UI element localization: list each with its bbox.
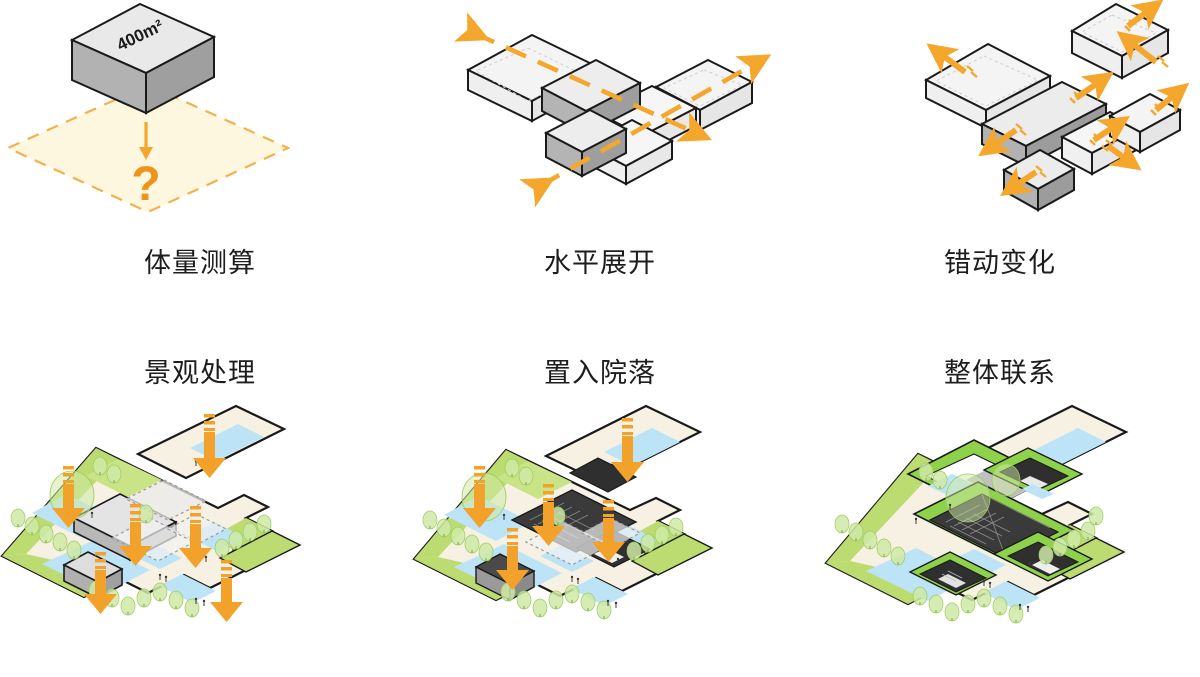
tree-rows bbox=[834, 462, 1104, 624]
question-mark-icon: ? bbox=[131, 158, 160, 211]
panel-massing-calculation: 400m² ? 体量测算 bbox=[0, 0, 400, 300]
panel-6-caption: 整体联系 bbox=[944, 358, 1056, 388]
landscape-arrow-southwest bbox=[84, 552, 117, 614]
panel-5-artwork bbox=[400, 402, 800, 677]
landscape-arrow-northwest bbox=[52, 466, 85, 528]
panel-staggered-shifting: 错动变化 bbox=[800, 0, 1200, 300]
landscape-treatment-illustration bbox=[0, 404, 302, 622]
landscape-arrow-east bbox=[179, 506, 212, 568]
panel-4-artwork bbox=[0, 402, 400, 677]
courtyard-insertion-illustration bbox=[412, 404, 714, 620]
panel-2-caption: 水平展开 bbox=[544, 248, 656, 278]
shift-arrow-top-right bbox=[1124, 0, 1164, 32]
massing-calculation-illustration: 400m² ? bbox=[5, 2, 291, 214]
water-southeast bbox=[160, 574, 216, 603]
courtyard-arrow-north bbox=[611, 418, 644, 482]
overall-connection-illustration bbox=[824, 404, 1129, 624]
shift-arrow-far-east bbox=[1150, 82, 1190, 116]
panel-6-artwork bbox=[800, 402, 1200, 677]
landscape-arrow-center bbox=[119, 504, 152, 566]
landscape-arrow-southeast bbox=[210, 560, 243, 622]
panel-3-artwork bbox=[800, 0, 1200, 240]
panel-overall-connection: 整体联系 bbox=[800, 340, 1200, 677]
courtyard-arrow-center bbox=[532, 484, 565, 546]
shift-arrow-center-down bbox=[978, 123, 1027, 157]
panel-2-artwork bbox=[400, 0, 800, 240]
panel-1-artwork: 400m² ? bbox=[0, 0, 400, 240]
landscape-arrow-north bbox=[193, 414, 226, 478]
panel-3-caption: 错动变化 bbox=[944, 248, 1056, 278]
courtyard-arrow-northwest bbox=[463, 466, 496, 528]
panel-courtyard-insertion: 置入院落 bbox=[400, 340, 800, 677]
block-northwest bbox=[923, 42, 1053, 130]
shift-arrow-top-right-inner bbox=[1116, 31, 1169, 68]
panel-4-caption: 景观处理 bbox=[144, 358, 256, 388]
panel-horizontal-expansion: 水平展开 bbox=[400, 0, 800, 300]
expansion-arrow-sw-ne bbox=[519, 54, 772, 208]
panel-landscape-treatment: 景观处理 bbox=[0, 340, 400, 677]
panel-5-caption: 置入院落 bbox=[544, 358, 656, 388]
shift-arrow-center-up bbox=[1069, 71, 1114, 104]
shift-arrow-east bbox=[1089, 116, 1130, 146]
shift-arrow-nw bbox=[926, 43, 978, 78]
panel-1-caption: 体量测算 bbox=[144, 248, 256, 278]
green-roof-courtyard-southwest bbox=[908, 551, 998, 596]
shift-arrow-south bbox=[1000, 165, 1047, 196]
shift-arrow-east-down bbox=[1101, 139, 1142, 171]
courtyard-arrow-southwest bbox=[496, 528, 529, 590]
horizontal-expansion-illustration bbox=[453, 12, 772, 208]
orange-down-arrow bbox=[139, 122, 153, 160]
mass-box-right-face bbox=[145, 35, 215, 115]
courtyard-arrow-east bbox=[592, 500, 625, 562]
staggered-shifting-illustration bbox=[923, 0, 1190, 212]
block-top-right bbox=[1069, 2, 1171, 80]
